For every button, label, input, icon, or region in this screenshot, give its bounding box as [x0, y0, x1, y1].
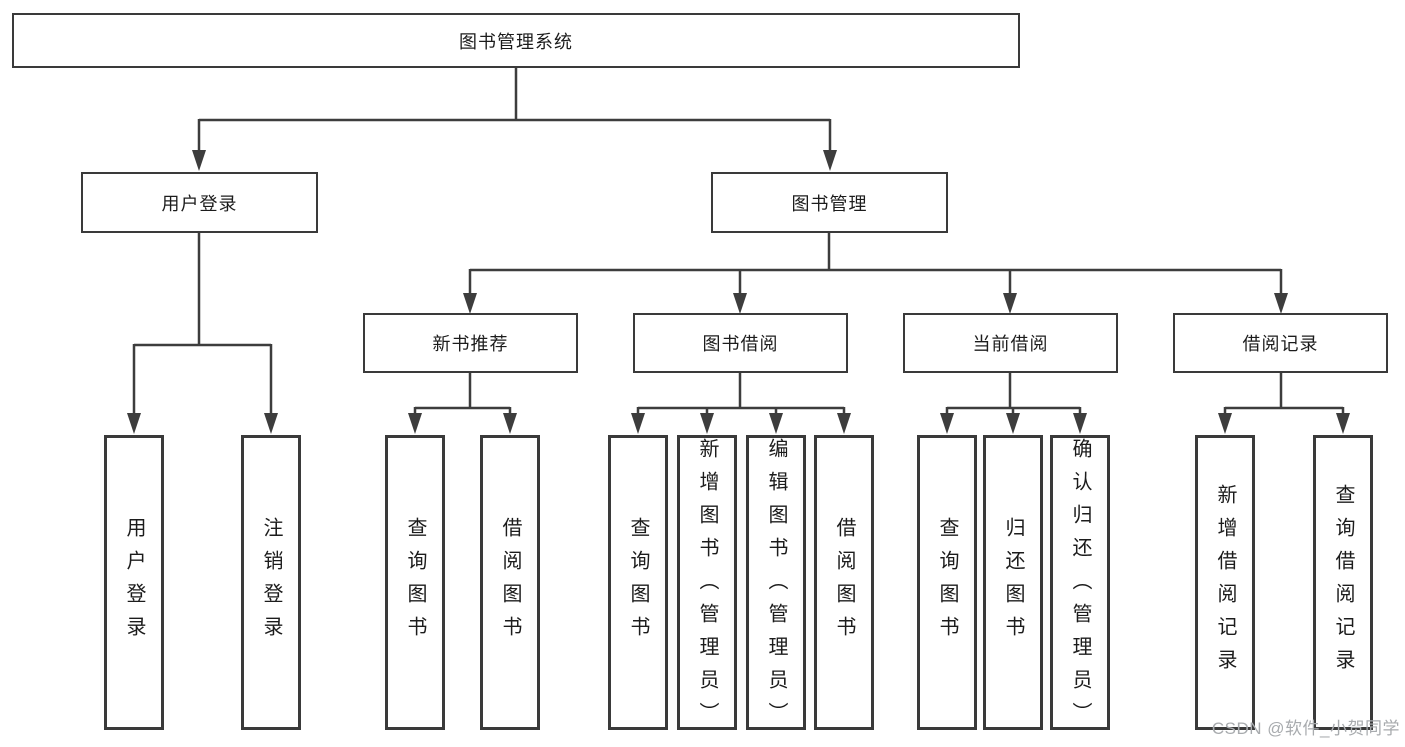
leaf-confirm-return-admin-label: 确认归还（管理员）: [1069, 438, 1091, 735]
leaf-add-books-admin-label: 新增图书（管理员）: [696, 438, 718, 735]
node-borrow-records: 借阅记录: [1173, 313, 1388, 373]
leaf-current-query-books-label: 查询图书: [936, 516, 958, 649]
leaf-recommend-borrow-books: 借阅图书: [480, 435, 540, 730]
leaf-user-login: 用户登录: [104, 435, 164, 730]
leaf-borrow-books: 借阅图书: [814, 435, 874, 730]
leaf-logout-login: 注销登录: [241, 435, 301, 730]
leaf-edit-books-admin-label: 编辑图书（管理员）: [765, 438, 787, 735]
node-borrow-records-label: 借阅记录: [1242, 334, 1319, 354]
leaf-query-borrow-record-label: 查询借阅记录: [1332, 483, 1354, 682]
leaf-recommend-query-books: 查询图书: [385, 435, 445, 730]
node-current-borrow-label: 当前借阅: [972, 334, 1049, 354]
node-new-book-recommend: 新书推荐: [363, 313, 578, 373]
csdn-watermark: CSDN @软件_小贺同学: [1211, 719, 1400, 738]
leaf-recommend-borrow-books-label: 借阅图书: [499, 516, 521, 649]
node-book-borrow-label: 图书借阅: [702, 334, 779, 354]
node-user-login-branch-label: 用户登录: [161, 193, 238, 214]
leaf-user-login-label: 用户登录: [123, 516, 145, 649]
leaf-add-borrow-record-label: 新增借阅记录: [1214, 483, 1236, 682]
node-root-system: 图书管理系统: [12, 13, 1020, 68]
leaf-borrow-books-label: 借阅图书: [833, 516, 855, 649]
leaf-return-books-label: 归还图书: [1002, 516, 1024, 649]
leaf-add-borrow-record: 新增借阅记录: [1195, 435, 1255, 730]
leaf-return-books: 归还图书: [983, 435, 1043, 730]
leaf-current-query-books: 查询图书: [917, 435, 977, 730]
node-book-management: 图书管理: [711, 172, 948, 233]
node-new-book-recommend-label: 新书推荐: [432, 334, 509, 354]
leaf-logout-login-label: 注销登录: [260, 516, 282, 649]
leaf-recommend-query-books-label: 查询图书: [404, 516, 426, 649]
leaf-edit-books-admin: 编辑图书（管理员）: [746, 435, 806, 735]
node-book-borrow: 图书借阅: [633, 313, 848, 373]
arrowhead-icons: [127, 150, 1350, 434]
node-user-login-branch: 用户登录: [81, 172, 318, 233]
node-book-management-label: 图书管理: [791, 193, 868, 214]
leaf-query-borrow-record: 查询借阅记录: [1313, 435, 1373, 730]
leaf-add-books-admin: 新增图书（管理员）: [677, 435, 737, 735]
leaf-borrow-query-books-label: 查询图书: [627, 516, 649, 649]
node-current-borrow: 当前借阅: [903, 313, 1118, 373]
node-root-system-label: 图书管理系统: [459, 31, 573, 52]
leaf-borrow-query-books: 查询图书: [608, 435, 668, 730]
leaf-confirm-return-admin: 确认归还（管理员）: [1050, 435, 1110, 735]
